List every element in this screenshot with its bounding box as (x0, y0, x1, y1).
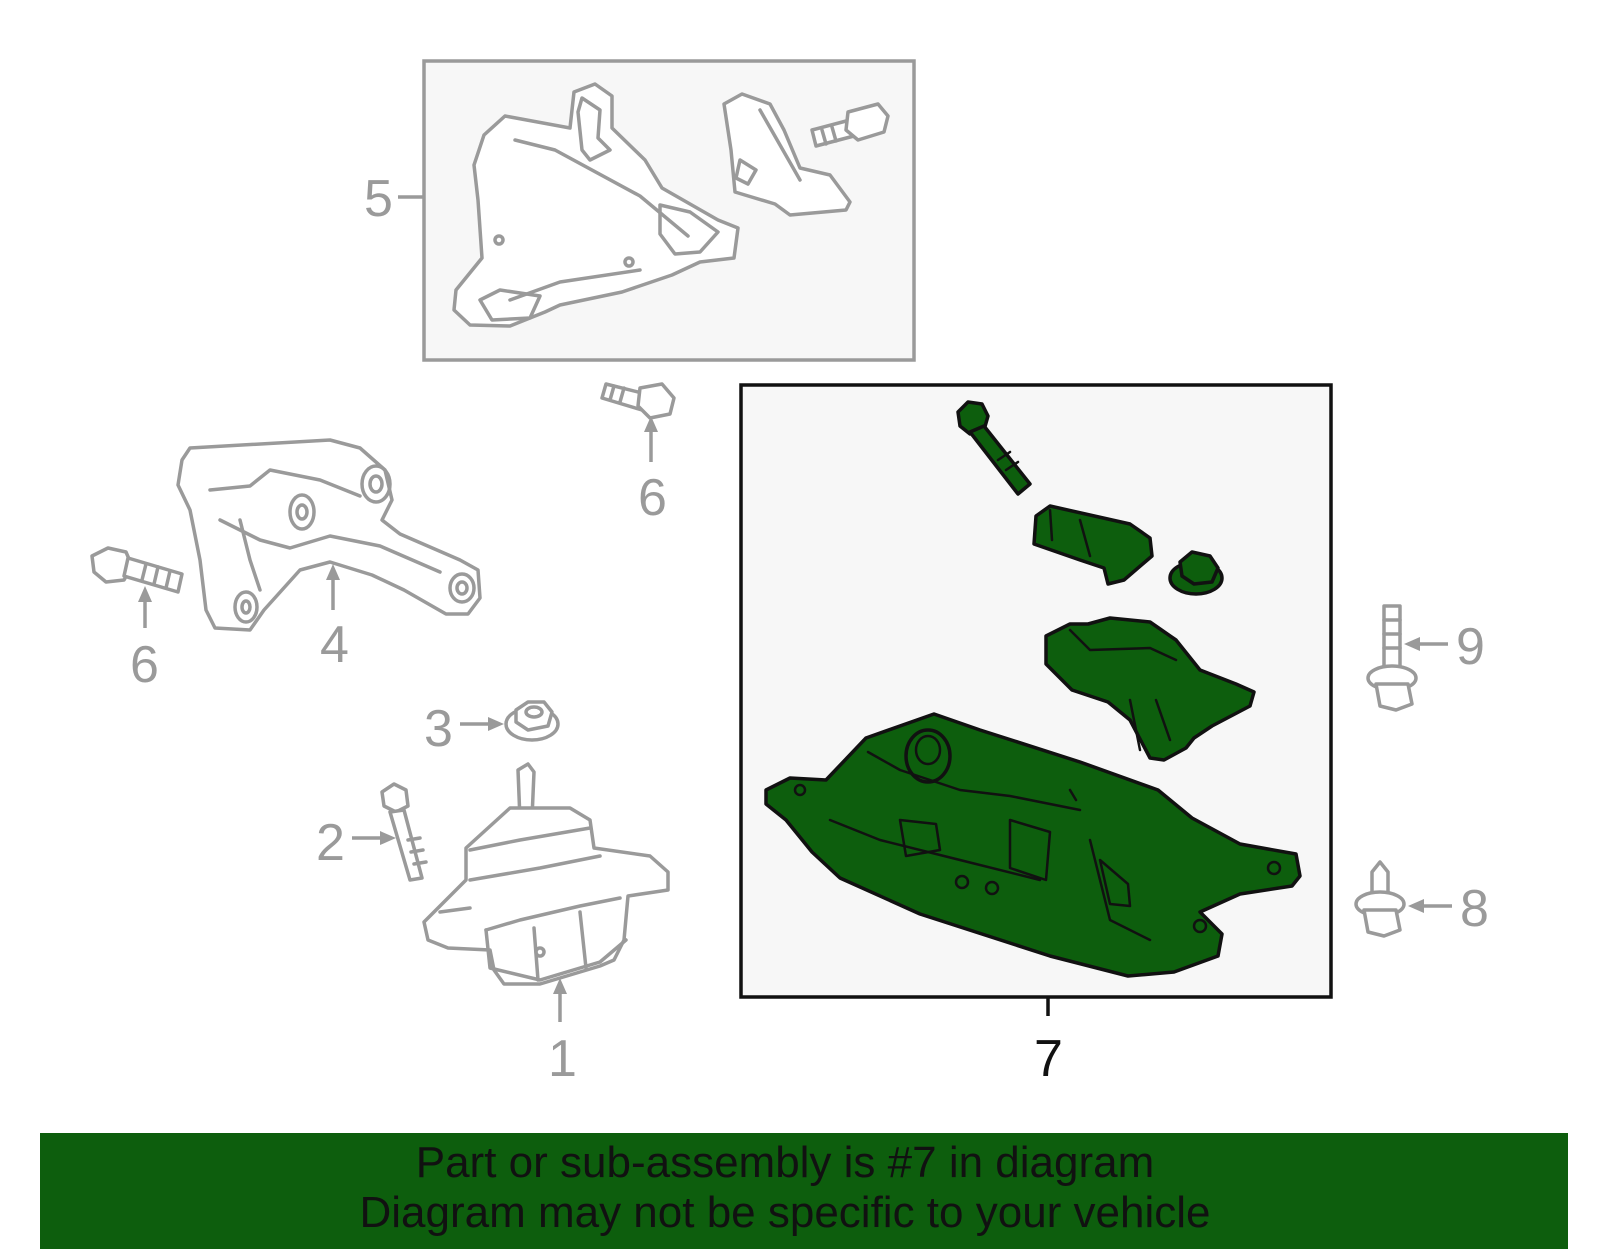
part-7-retainer[interactable] (1032, 504, 1154, 586)
callout-1-arrowhead (553, 978, 567, 994)
callout-7: 7 (1034, 1030, 1063, 1088)
callout-2-arrowhead (380, 831, 396, 845)
callout-9-arrowhead (1404, 637, 1420, 651)
callout-6-upper: 6 (638, 469, 667, 527)
callout-8: 8 (1460, 880, 1489, 938)
callout-6-left-arrowhead (138, 586, 152, 602)
part-5-small-bracket[interactable] (722, 92, 852, 217)
part-6-bolt-left[interactable] (90, 546, 184, 594)
callout-8-arrowhead (1408, 899, 1424, 913)
callout-2: 2 (316, 814, 345, 872)
callout-3-arrowhead (488, 717, 504, 731)
footer-banner: Part or sub-assembly is #7 in diagram Di… (40, 1133, 1568, 1249)
footer-line-2: Diagram may not be specific to your vehi… (359, 1188, 1211, 1237)
part-7-main-mount[interactable] (764, 712, 1302, 978)
part-5-bolt[interactable] (810, 102, 890, 148)
callout-6-upper-arrowhead (644, 416, 658, 432)
part-8-bolt[interactable] (1354, 860, 1406, 938)
part-6-bolt-upper[interactable] (600, 382, 676, 420)
part-7-upper-bracket[interactable] (1044, 616, 1256, 762)
part-5-bracket[interactable] (452, 82, 740, 328)
callout-9: 9 (1456, 618, 1485, 676)
part-1-engine-mount[interactable] (422, 762, 670, 986)
part-9-bolt[interactable] (1366, 604, 1418, 712)
part-7-nut[interactable] (1168, 550, 1224, 596)
callout-5: 5 (364, 170, 393, 228)
callout-1: 1 (548, 1030, 577, 1088)
callout-4-arrowhead (326, 564, 340, 580)
callout-6-left: 6 (130, 636, 159, 694)
footer-line-1: Part or sub-assembly is #7 in diagram (415, 1138, 1155, 1187)
callout-3: 3 (424, 700, 453, 758)
part-3-nut[interactable] (504, 700, 560, 742)
part-2-bolt[interactable] (380, 782, 428, 882)
callout-4: 4 (320, 616, 349, 674)
part-4-bracket[interactable] (176, 438, 482, 632)
part-7-bolt[interactable] (956, 400, 1032, 496)
